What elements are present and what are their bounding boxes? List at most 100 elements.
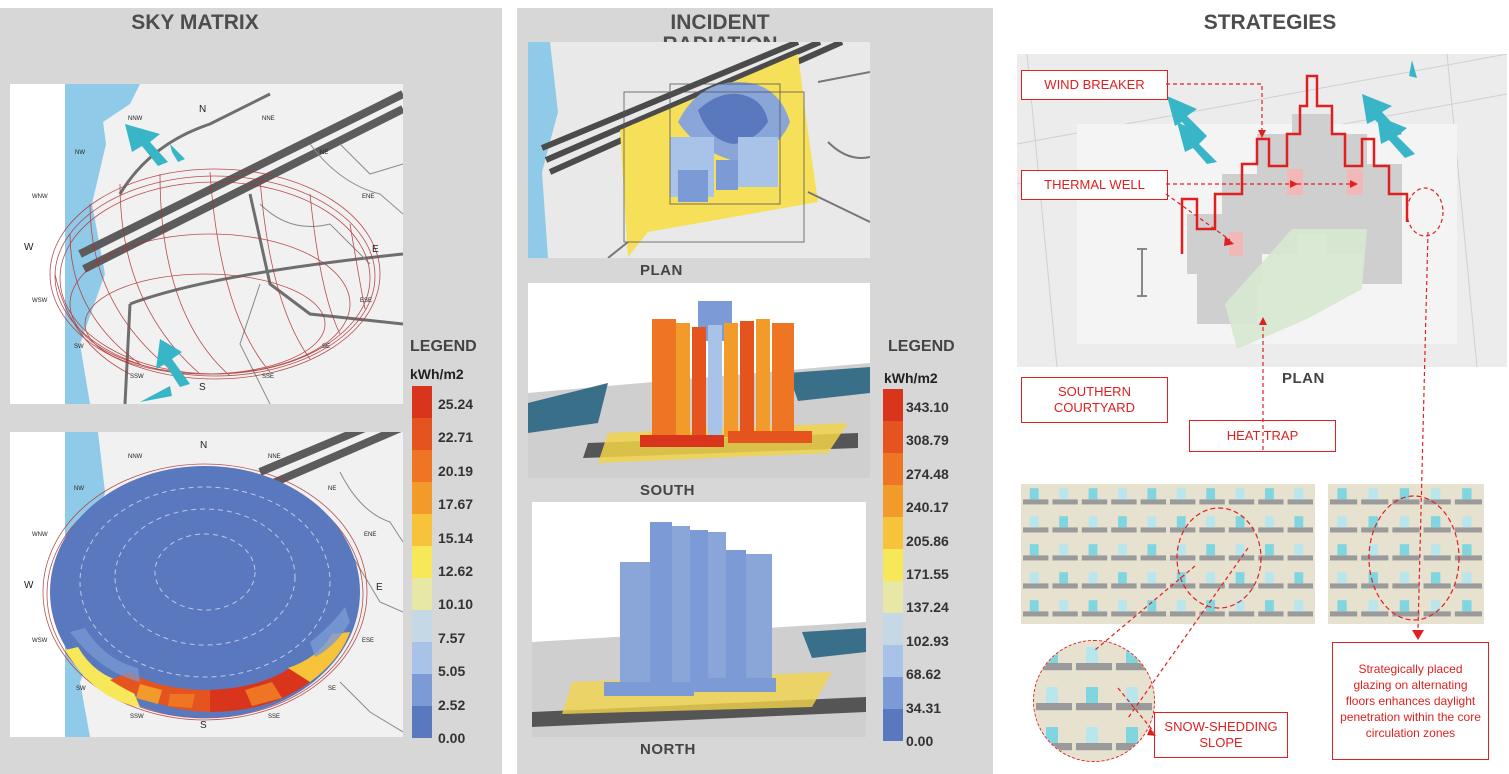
compass-label: SE <box>322 344 331 350</box>
facade-slab <box>1023 555 1049 561</box>
facade-slab <box>1170 583 1196 589</box>
legend-value: 137.24 <box>906 599 949 616</box>
compass-label: NW <box>74 486 84 492</box>
facade-glazing <box>1294 600 1304 612</box>
legend-color-step <box>883 581 903 613</box>
legend-color-step <box>412 578 432 610</box>
compass-label: WNW <box>32 194 48 200</box>
compass-label: WSW <box>32 638 48 644</box>
legend-color-step <box>412 386 432 418</box>
strategies-plan-image <box>1017 54 1507 367</box>
heat-trap-label: HEAT TRAP <box>1189 420 1336 452</box>
facade-slab <box>1111 555 1137 561</box>
facade-glazing <box>1368 488 1378 500</box>
facade-glazing <box>1029 544 1039 556</box>
legend-value: 171.55 <box>906 566 949 582</box>
facade-slab <box>1258 555 1284 561</box>
facade-slab <box>1076 743 1112 751</box>
facade-slab <box>1111 499 1137 505</box>
facade-glazing <box>1235 572 1245 584</box>
facade-glazing <box>1147 572 1157 584</box>
facade-glazing <box>1368 544 1378 556</box>
facade-glazing <box>1294 572 1304 584</box>
facade-slab <box>1081 583 1108 589</box>
sky-legend-title: LEGEND <box>410 338 477 355</box>
legend-value: 102.93 <box>906 632 949 649</box>
compass-label: NNE <box>262 116 275 122</box>
facade-glazing <box>1029 488 1039 500</box>
facade-slab <box>1392 611 1420 617</box>
compass-label: N <box>200 440 208 451</box>
facade-glazing <box>1399 572 1410 584</box>
compass-label: WNW <box>32 532 48 538</box>
legend-color-step <box>412 450 432 482</box>
facade-slab <box>1392 583 1420 589</box>
facade-glazing <box>1294 516 1304 528</box>
facade-glazing <box>1086 727 1098 743</box>
thermal-well-label: THERMAL WELL <box>1021 170 1168 200</box>
facade-glazing <box>1337 516 1347 528</box>
facade-glazing <box>1046 727 1058 743</box>
facade-slab <box>1052 611 1078 617</box>
facade-slab <box>1287 499 1313 505</box>
facade-glazing <box>1399 544 1410 556</box>
strategies-plan-caption: PLAN <box>1282 370 1325 387</box>
facade-slab <box>1228 555 1255 561</box>
facade-slab <box>1361 499 1389 505</box>
facade-slab <box>1454 583 1482 589</box>
compass-label: SW <box>74 344 84 350</box>
facade-slab <box>1199 499 1225 505</box>
facade-slab <box>1170 611 1196 617</box>
facade-glazing <box>1462 572 1472 584</box>
legend-color-step <box>412 418 432 450</box>
compass-label: SSW <box>130 374 144 380</box>
facade-glazing <box>1059 600 1069 612</box>
legend-value: 5.05 <box>438 663 466 680</box>
facade-glazing <box>1147 488 1157 500</box>
compass-label: W <box>24 242 34 253</box>
facade-glazing <box>1265 544 1274 556</box>
facade-slab <box>1111 527 1137 533</box>
compass-label: WSW <box>32 298 48 304</box>
facade-glazing <box>1176 600 1186 612</box>
sky-dome-bottom-image: N NNW NNE NW NE WNW ENE W E WSW ESE SW S… <box>10 432 403 737</box>
facade-glazing <box>1462 516 1472 528</box>
facade-slab <box>1023 583 1049 589</box>
facade-glazing <box>1265 488 1274 500</box>
facade-slab <box>1116 743 1152 751</box>
facade-slab <box>1228 527 1255 533</box>
facade-glazing <box>1029 516 1039 528</box>
compass-label: NNW <box>128 454 143 460</box>
facade-glazing <box>1118 572 1127 584</box>
facade-glazing <box>1029 600 1039 612</box>
facade-detail-right-image <box>1328 484 1484 624</box>
facade-glazing <box>1399 516 1410 528</box>
legend-value: 7.57 <box>438 629 466 646</box>
legend-value: 240.17 <box>906 499 949 516</box>
facade-glazing <box>1118 544 1127 556</box>
facade-glazing <box>1265 572 1274 584</box>
facade-slab <box>1361 611 1389 617</box>
facade-slab <box>1036 663 1072 671</box>
facade-slab <box>1081 555 1108 561</box>
facade-slab <box>1258 499 1284 505</box>
radiation-north-caption: NORTH <box>640 741 696 758</box>
facade-glazing <box>1147 600 1157 612</box>
facade-slab <box>1052 499 1078 505</box>
facade-slab <box>1423 499 1451 505</box>
facade-slab <box>1228 611 1255 617</box>
facade-slab <box>1330 499 1358 505</box>
facade-glazing <box>1059 572 1069 584</box>
facade-glazing <box>1337 600 1347 612</box>
facade-glazing <box>1126 647 1138 663</box>
facade-slab <box>1081 499 1108 505</box>
radiation-south-image <box>528 283 870 478</box>
legend-color-step <box>883 613 903 645</box>
radiation-legend-unit: kWh/m2 <box>884 370 938 386</box>
legend-color-step <box>883 645 903 677</box>
facade-slab <box>1170 555 1196 561</box>
sky-legend-scale-bar <box>412 386 432 738</box>
facade-slab <box>1287 611 1313 617</box>
